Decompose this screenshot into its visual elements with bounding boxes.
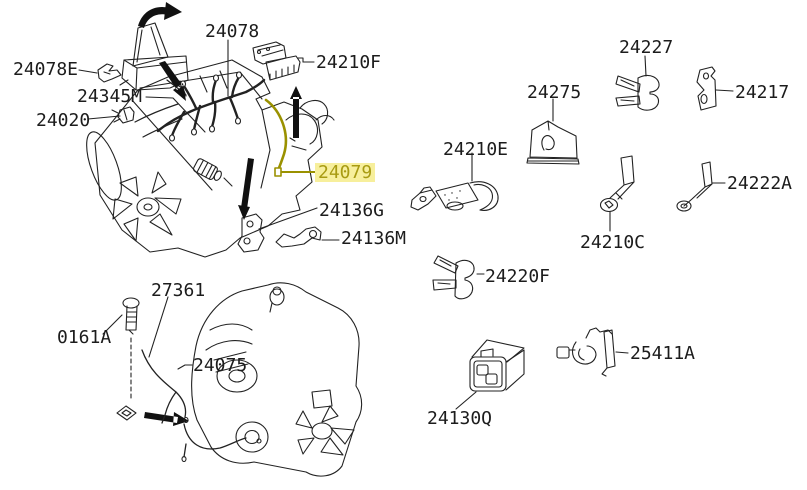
part-label-24136G[interactable]: 24136G [319, 200, 385, 221]
part-24217-drawing [696, 66, 734, 111]
part-label-24130Q[interactable]: 24130Q [427, 408, 493, 429]
part-label-24020[interactable]: 24020 [36, 110, 91, 131]
part-label-24210C[interactable]: 24210C [580, 232, 646, 253]
part-24130Q-drawing [455, 339, 525, 410]
engine-lower-drawing [102, 282, 363, 477]
loose-parts-drawings [410, 55, 734, 410]
part-24220F-drawing [432, 255, 485, 300]
part-label-24275[interactable]: 24275 [527, 82, 582, 103]
part-label-24227[interactable]: 24227 [619, 37, 674, 58]
part-label-24078E[interactable]: 24078E [13, 59, 79, 80]
part-label-24210E[interactable]: 24210E [443, 139, 509, 160]
part-label-24078[interactable]: 24078 [205, 21, 260, 42]
part-25411A-drawing [556, 327, 629, 377]
part-24275-drawing [526, 98, 580, 165]
part-24227-drawing [615, 55, 660, 111]
part-label-24210F[interactable]: 24210F [316, 52, 382, 73]
part-label-0161A[interactable]: 0161A [57, 327, 112, 348]
part-label-24222A[interactable]: 24222A [727, 173, 793, 194]
part-24210E-drawing [410, 152, 499, 211]
part-label-25411A[interactable]: 25411A [630, 343, 696, 364]
part-label-24136M[interactable]: 24136M [341, 228, 407, 249]
part-label-24217[interactable]: 24217 [735, 82, 790, 103]
engine-upper-drawing [78, 2, 340, 426]
part-label-24075[interactable]: 24075 [193, 355, 248, 376]
part-label-24345M[interactable]: 24345M [77, 86, 143, 107]
part-label-24220F[interactable]: 24220F [485, 266, 551, 287]
part-label-27361[interactable]: 27361 [151, 280, 206, 301]
part-24210C-drawing [599, 155, 635, 232]
direction-arrow-icon [138, 2, 302, 426]
part-label-24079-highlighted[interactable]: 24079 [315, 163, 376, 182]
part-24222A-drawing [676, 161, 726, 212]
highlighted-wire-24079[interactable] [264, 98, 317, 177]
